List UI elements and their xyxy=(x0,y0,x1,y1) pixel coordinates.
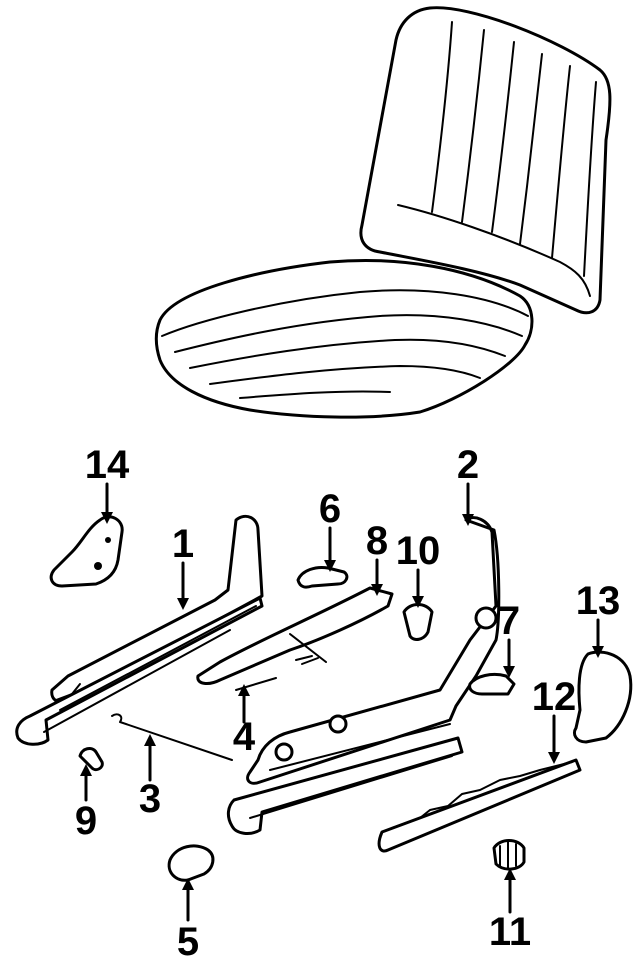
callout-1: 1 xyxy=(172,522,194,566)
callout-2: 2 xyxy=(457,443,479,487)
callout-labels: 14 1 6 8 10 2 7 13 12 4 3 9 5 11 xyxy=(75,443,620,961)
seat-back xyxy=(359,6,612,315)
part-11-knob xyxy=(492,839,526,871)
callout-6: 6 xyxy=(319,487,341,531)
part-14-bracket xyxy=(49,515,124,588)
part-7-cover xyxy=(468,672,516,696)
part-12-rail-cover xyxy=(377,758,582,853)
part-10-knob xyxy=(402,603,434,641)
part-1-seat-track xyxy=(15,514,264,746)
callout-7: 7 xyxy=(498,599,520,643)
callout-3: 3 xyxy=(139,777,161,821)
leader-lines xyxy=(80,482,604,922)
callout-9: 9 xyxy=(75,799,97,843)
part-9-clip xyxy=(78,747,104,772)
callout-10: 10 xyxy=(396,529,441,573)
part-6-handle xyxy=(296,566,349,589)
part-5-knob xyxy=(167,844,215,882)
part-13-end-cap xyxy=(572,650,633,744)
callout-14: 14 xyxy=(85,443,130,487)
callout-13: 13 xyxy=(576,579,621,623)
part-2-recliner-track xyxy=(226,516,501,835)
callout-8: 8 xyxy=(366,519,388,563)
callout-4: 4 xyxy=(233,715,256,759)
callout-5: 5 xyxy=(177,920,199,961)
part-3-rod xyxy=(111,713,233,761)
callout-12: 12 xyxy=(532,675,577,719)
callout-11: 11 xyxy=(489,910,531,954)
seat-cushion xyxy=(154,259,534,419)
